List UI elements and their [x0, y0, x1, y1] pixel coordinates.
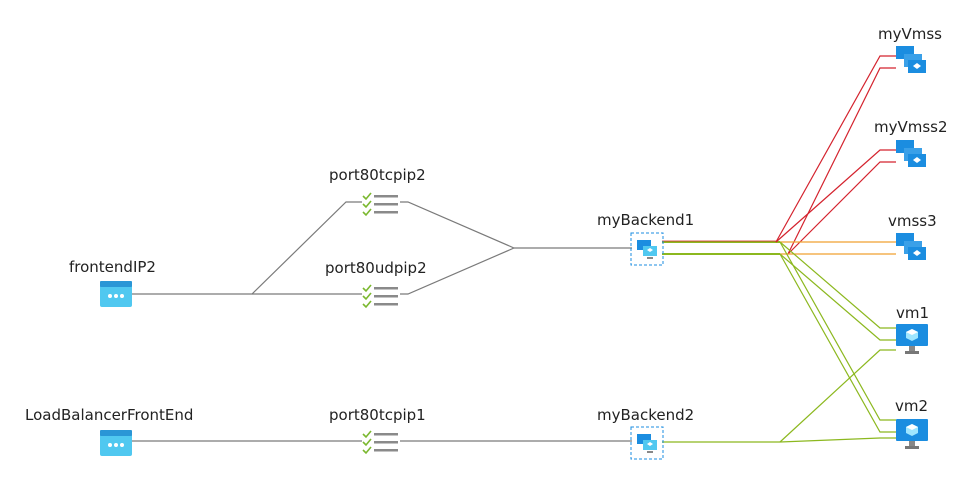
edge-port80tcpip2-mybackend1 — [400, 201, 515, 249]
node-label-port80udpip2: port80udpip2 — [325, 259, 427, 277]
node-label-vm2: vm2 — [895, 397, 929, 415]
node-label-myvmss2: myVmss2 — [874, 118, 948, 136]
lb-rule-icon[interactable] — [362, 430, 398, 455]
vmss-icon[interactable] — [896, 140, 926, 167]
edge-frontendip2-port80tcpip2 — [132, 201, 362, 295]
node-label-vm1: vm1 — [896, 304, 930, 322]
node-label-port80tcpip2: port80tcpip2 — [329, 166, 426, 184]
edge-mybackend1-myvmss2-2 — [787, 161, 896, 255]
connection-lines — [132, 55, 896, 443]
edge-mybackend1-myvmss-2 — [787, 67, 896, 255]
node-label-mybackend2: myBackend2 — [597, 406, 695, 424]
edge-mybackend1-myvmss-1 — [775, 55, 896, 243]
backend-pool-icon[interactable] — [630, 232, 664, 266]
edge-mybackend1-myvmss2-1 — [775, 149, 896, 243]
vmss-icon[interactable] — [896, 46, 926, 73]
edge-mybackend2-vm1 — [779, 349, 896, 443]
vm-icon[interactable] — [896, 324, 928, 354]
lb-rule-icon[interactable] — [362, 284, 398, 309]
frontend-ip-icon[interactable] — [100, 281, 132, 307]
edge-mybackend2-vm2 — [779, 437, 896, 443]
node-label-frontendip2: frontendIP2 — [69, 258, 156, 276]
node-label-vmss3: vmss3 — [888, 212, 937, 230]
node-label-myvmss: myVmss — [878, 25, 942, 43]
edge-mybackend1-vm1-2 — [779, 253, 896, 341]
frontend-ip-icon[interactable] — [100, 430, 132, 456]
edge-port80udpip2-mybackend1 — [400, 247, 515, 295]
vmss-icon[interactable] — [896, 233, 926, 260]
edge-mybackend1-vm2-2 — [779, 253, 896, 433]
node-label-mybackend1: myBackend1 — [597, 211, 695, 229]
node-label-loadbalancerfrontend: LoadBalancerFrontEnd — [25, 406, 194, 424]
edge-mybackend1-vm2-1 — [779, 241, 896, 421]
node-label-port80tcpip1: port80tcpip1 — [329, 406, 426, 424]
edge-mybackend1-vm1-1 — [779, 241, 896, 329]
vm-icon[interactable] — [896, 419, 928, 449]
backend-pool-icon[interactable] — [630, 426, 664, 460]
lb-rule-icon[interactable] — [362, 192, 398, 217]
